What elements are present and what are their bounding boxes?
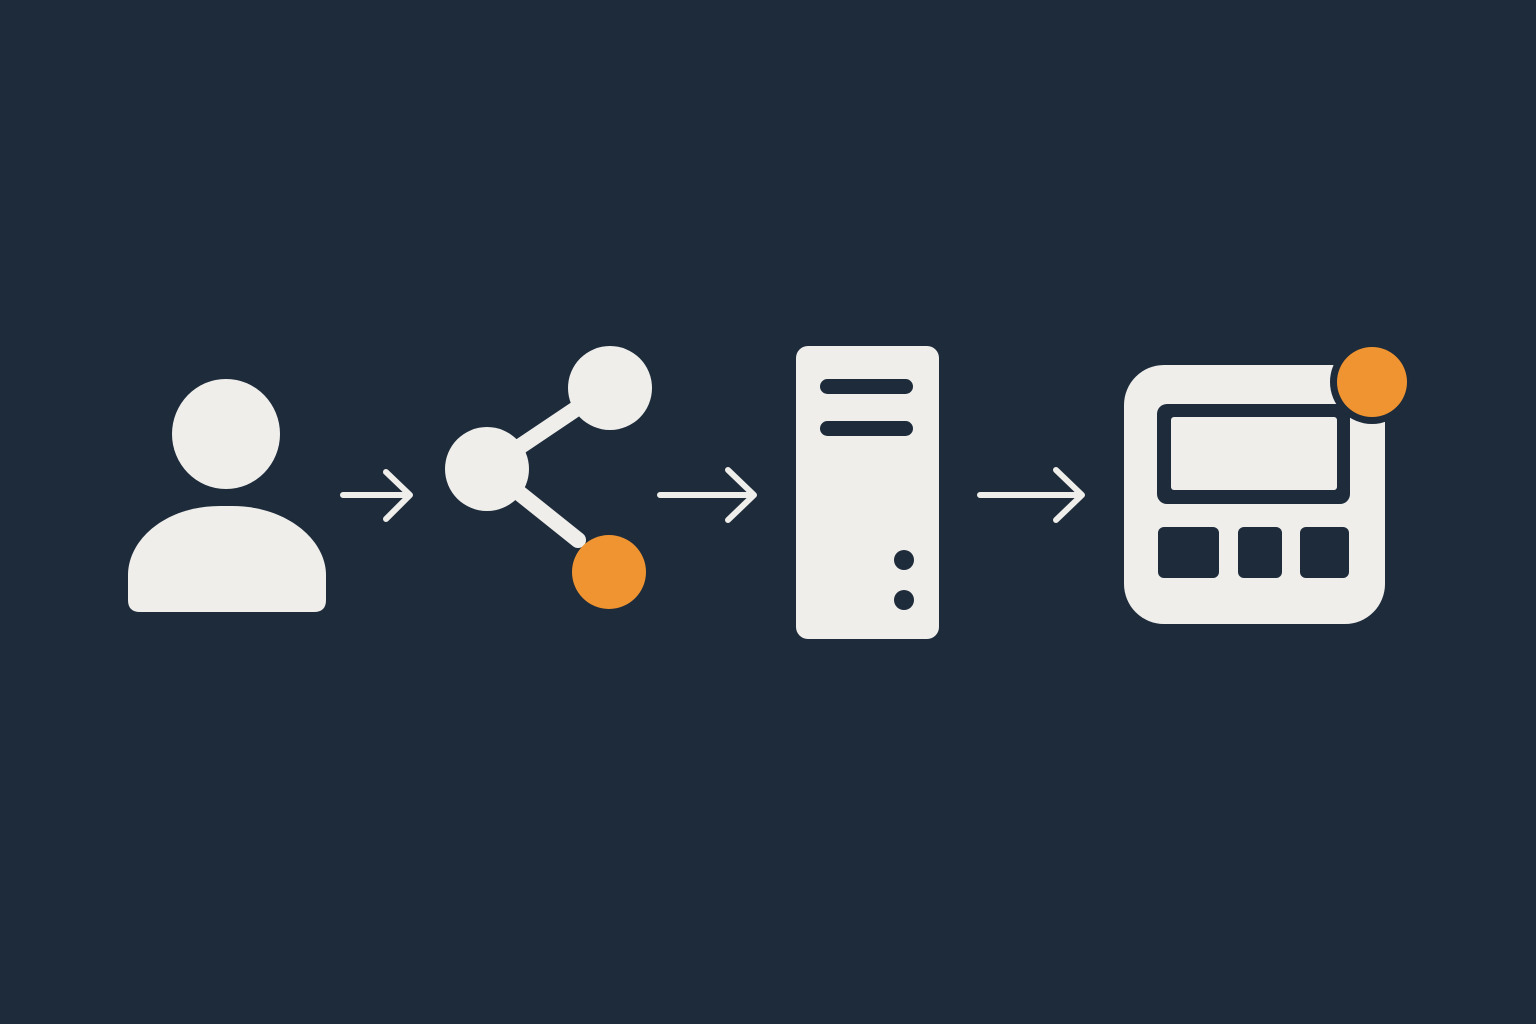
drive-bay-slot	[820, 421, 913, 436]
status-light-icon	[894, 550, 914, 570]
drive-bay-slot	[820, 379, 913, 394]
tile-block	[1238, 527, 1282, 578]
dashboard-app-icon	[1124, 340, 1414, 624]
arrow-right-icon	[977, 467, 1085, 523]
badge-dot-icon	[572, 535, 646, 609]
server-tower-icon	[796, 346, 939, 639]
share-network-icon	[445, 346, 652, 609]
tile-block	[1158, 527, 1219, 578]
tile-block	[1300, 527, 1349, 578]
badge-dot-icon	[1337, 347, 1407, 417]
arrow-right-icon	[657, 467, 757, 523]
arrow-right-icon	[340, 469, 413, 522]
user-icon	[128, 379, 326, 612]
status-light-icon	[894, 590, 914, 610]
